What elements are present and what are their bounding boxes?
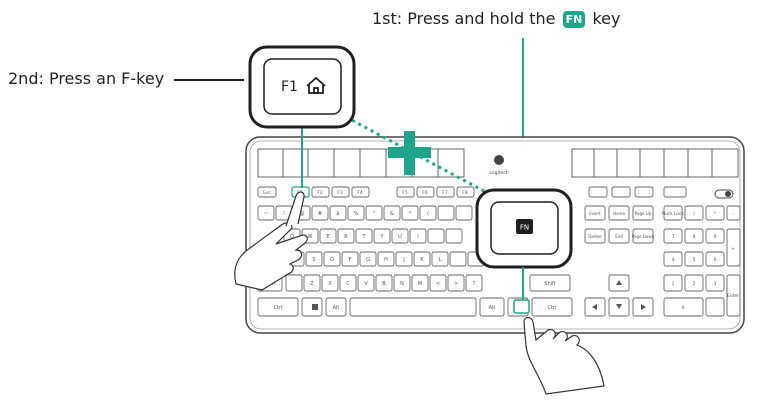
key-f3: F3 (337, 190, 343, 196)
numpad (663, 205, 741, 317)
key-page-down: Page Down (632, 234, 655, 239)
key-y: Y (379, 234, 384, 240)
key-w: W (308, 234, 313, 240)
key-ctrl-right: Ctrl (548, 305, 557, 311)
key-f2: F2 (317, 190, 323, 196)
key-numpad-2: 2 (693, 281, 696, 287)
home-icon (306, 76, 326, 94)
brand-label: Logitech (489, 170, 508, 176)
key-b: B (382, 281, 386, 287)
key-numpad-plus: + (731, 246, 735, 252)
number-key-row (257, 205, 473, 221)
key-c: C (346, 281, 350, 287)
key-numpad-6: 6 (714, 257, 717, 263)
key-numpad-divide: / (693, 211, 695, 217)
key-numpad-enter: Enter (727, 293, 739, 299)
key-z: Z (310, 281, 314, 287)
key-8: * (409, 211, 412, 217)
key-7: & (390, 211, 394, 217)
key-f6: F6 (422, 190, 428, 196)
bottom-key-row (257, 297, 573, 317)
key-end: End (615, 234, 623, 239)
key-5: % (354, 211, 359, 217)
key-numpad-8: 8 (693, 234, 696, 240)
key-page-up: Page Up (635, 211, 652, 216)
key-4: $ (336, 211, 339, 217)
key-r: R (344, 234, 348, 240)
key-f5: F5 (402, 190, 408, 196)
key-j: J (402, 257, 404, 263)
key-u: U (398, 234, 402, 240)
dotted-connector-line (345, 115, 496, 199)
key-2: @ (300, 211, 305, 217)
key-alt-left: Alt (333, 305, 340, 311)
key-k: K (420, 257, 424, 263)
key-m: M (418, 281, 422, 287)
key-numpad-4: 4 (672, 257, 675, 263)
key-f4: F4 (357, 190, 363, 196)
key-home: Home (613, 211, 625, 216)
step1-text: 1st: Press and hold the (372, 9, 556, 28)
key-alt-right: Alt (489, 305, 496, 311)
key-n: N (400, 281, 404, 287)
key-s: S (312, 257, 315, 263)
key-num-lock: Num Lock (662, 211, 685, 217)
key-numpad-multiply: * (714, 211, 717, 217)
f1-callout-label: F1 (281, 79, 298, 95)
step1-suffix: key (592, 9, 621, 28)
fn-callout-label: FN (520, 224, 529, 232)
key-t: T (361, 234, 366, 240)
right-hand-icon (523, 316, 605, 395)
step1-label: 1st: Press and hold the FN key (372, 9, 620, 29)
key-comma: < (436, 281, 440, 287)
fn-callout-key (516, 219, 533, 234)
key-i: I (417, 234, 418, 240)
key-9: ( (427, 211, 429, 217)
key-g: G (366, 257, 370, 263)
arrow-key-icons (592, 280, 646, 310)
key-numpad-7: 7 (672, 234, 675, 240)
key-numpad-3: 3 (714, 281, 717, 287)
key-ctrl-left: Ctrl (274, 305, 283, 311)
key-h: H (384, 257, 388, 263)
key-delete: Delete (588, 234, 602, 239)
key-numpad-9: 9 (714, 234, 717, 240)
key-q: Q (290, 234, 294, 240)
key-insert: Insert (589, 211, 601, 216)
key-tilde: ~ (264, 211, 268, 217)
key-3: # (318, 211, 322, 217)
key-slash: ? (473, 281, 476, 287)
key-shift-right: Shift (544, 281, 555, 287)
logitech-logo-icon (494, 155, 504, 165)
key-numpad-1: 1 (672, 281, 675, 287)
key-f7: F7 (442, 190, 448, 196)
fn-key-chip: FN (562, 11, 586, 28)
key-1: ! (283, 211, 285, 217)
fn-key-highlight (513, 299, 530, 314)
key-d: D (330, 257, 334, 263)
navigation-key-cluster (584, 205, 654, 317)
key-6: ^ (372, 211, 376, 217)
key-f: F (349, 257, 352, 263)
key-period: > (454, 281, 458, 287)
key-v: V (364, 281, 368, 287)
key-x: X (328, 281, 332, 287)
key-esc: Esc (263, 190, 271, 196)
qwerty-key-row (283, 228, 463, 244)
key-numpad-5: 5 (693, 257, 696, 263)
key-numpad-decimal: . (714, 306, 715, 311)
step2-label: 2nd: Press an F-key (8, 69, 165, 88)
key-numpad-0: 0 (682, 305, 685, 311)
left-hand-icon (234, 222, 308, 291)
key-numpad-minus: - (732, 212, 734, 217)
windows-icon (312, 304, 318, 310)
key-e: E (326, 234, 329, 240)
key-l: L (439, 257, 442, 263)
solar-panel-right (571, 148, 739, 178)
key-f8: F8 (462, 190, 468, 196)
